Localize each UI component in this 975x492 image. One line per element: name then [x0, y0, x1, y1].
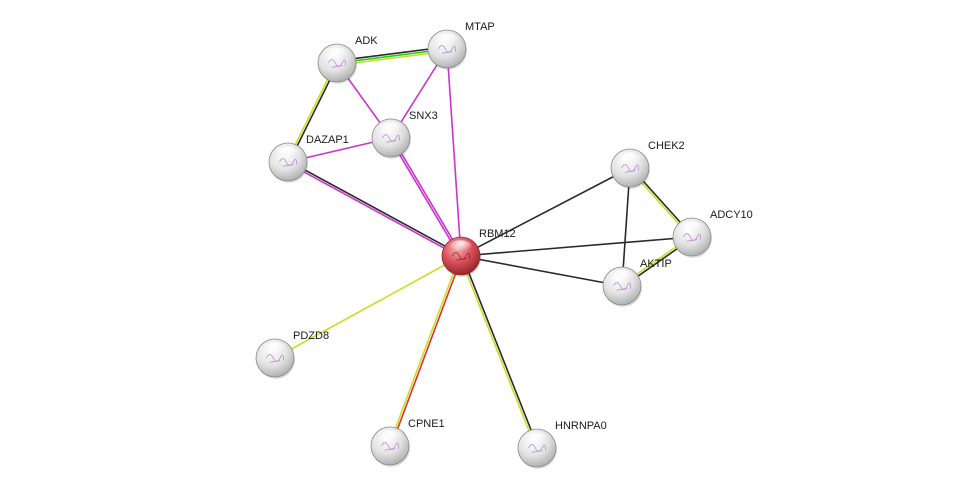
edge-rbm12-chek2[interactable]	[460, 167, 631, 257]
node-label-pdzd8: PDZD8	[293, 330, 329, 342]
node-label-adcy10: ADCY10	[710, 209, 753, 221]
node-label-chek2: CHEK2	[648, 140, 685, 152]
node-highlight	[449, 240, 473, 255]
edge-evidence-line	[459, 255, 537, 450]
node-highlight	[435, 33, 459, 48]
node-hnrnpa0[interactable]: HNRNPA0	[517, 420, 607, 469]
node-label-hnrnpa0: HNRNPA0	[555, 420, 607, 432]
edge-evidence-line	[460, 167, 631, 257]
edge-chek2-aktip[interactable]	[621, 167, 631, 287]
node-cpne1[interactable]: CPNE1	[370, 418, 445, 467]
edge-evidence-line	[446, 48, 462, 257]
edge-mtap-rbm12[interactable]	[446, 48, 462, 257]
node-label-snx3: SNX3	[409, 110, 438, 122]
node-label-cpne1: CPNE1	[408, 418, 445, 430]
edge-rbm12-adcy10[interactable]	[460, 236, 693, 257]
edge-evidence-line	[274, 255, 462, 359]
node-snx3[interactable]: SNX3	[371, 110, 438, 159]
node-aktip[interactable]: AKTIP	[602, 258, 672, 307]
node-highlight	[680, 221, 704, 236]
edge-evidence-line	[388, 254, 461, 447]
edge-evidence-line	[390, 255, 463, 448]
edge-rbm12-aktip[interactable]	[460, 255, 623, 287]
edge-dazap1-rbm12[interactable]	[286, 160, 463, 258]
node-pdzd8[interactable]: PDZD8	[255, 330, 329, 379]
node-highlight	[263, 342, 287, 357]
edge-rbm12-hnrnpa0[interactable]	[459, 254, 539, 450]
node-dazap1[interactable]: DAZAP1	[268, 134, 349, 183]
node-highlight	[378, 430, 402, 445]
node-adk[interactable]: ADK	[317, 35, 378, 84]
edge-evidence-line	[460, 236, 693, 257]
edge-layer	[274, 46, 694, 450]
edge-evidence-line	[287, 160, 463, 256]
edge-rbm12-cpne1[interactable]	[388, 254, 463, 448]
node-label-aktip: AKTIP	[640, 258, 672, 270]
node-label-dazap1: DAZAP1	[306, 134, 349, 146]
node-highlight	[325, 47, 349, 62]
node-highlight	[610, 270, 634, 285]
node-highlight	[379, 122, 403, 137]
node-label-adk: ADK	[355, 35, 378, 47]
node-mtap[interactable]: MTAP	[427, 21, 495, 70]
edge-evidence-line	[460, 255, 623, 287]
edge-evidence-line	[621, 167, 631, 287]
edge-evidence-line	[389, 137, 461, 258]
edge-evidence-line	[391, 136, 463, 257]
node-highlight	[618, 152, 642, 167]
node-highlight	[525, 432, 549, 447]
node-label-rbm12: RBM12	[479, 228, 516, 240]
node-adcy10[interactable]: ADCY10	[672, 209, 753, 258]
edge-rbm12-pdzd8[interactable]	[274, 255, 462, 359]
node-label-mtap: MTAP	[465, 21, 495, 33]
node-rbm12[interactable]: RBM12	[441, 228, 516, 277]
edge-evidence-line	[286, 162, 462, 258]
node-highlight	[276, 146, 300, 161]
edge-snx3-rbm12[interactable]	[389, 136, 463, 258]
node-chek2[interactable]: CHEK2	[610, 140, 685, 189]
edge-evidence-line	[461, 254, 539, 449]
